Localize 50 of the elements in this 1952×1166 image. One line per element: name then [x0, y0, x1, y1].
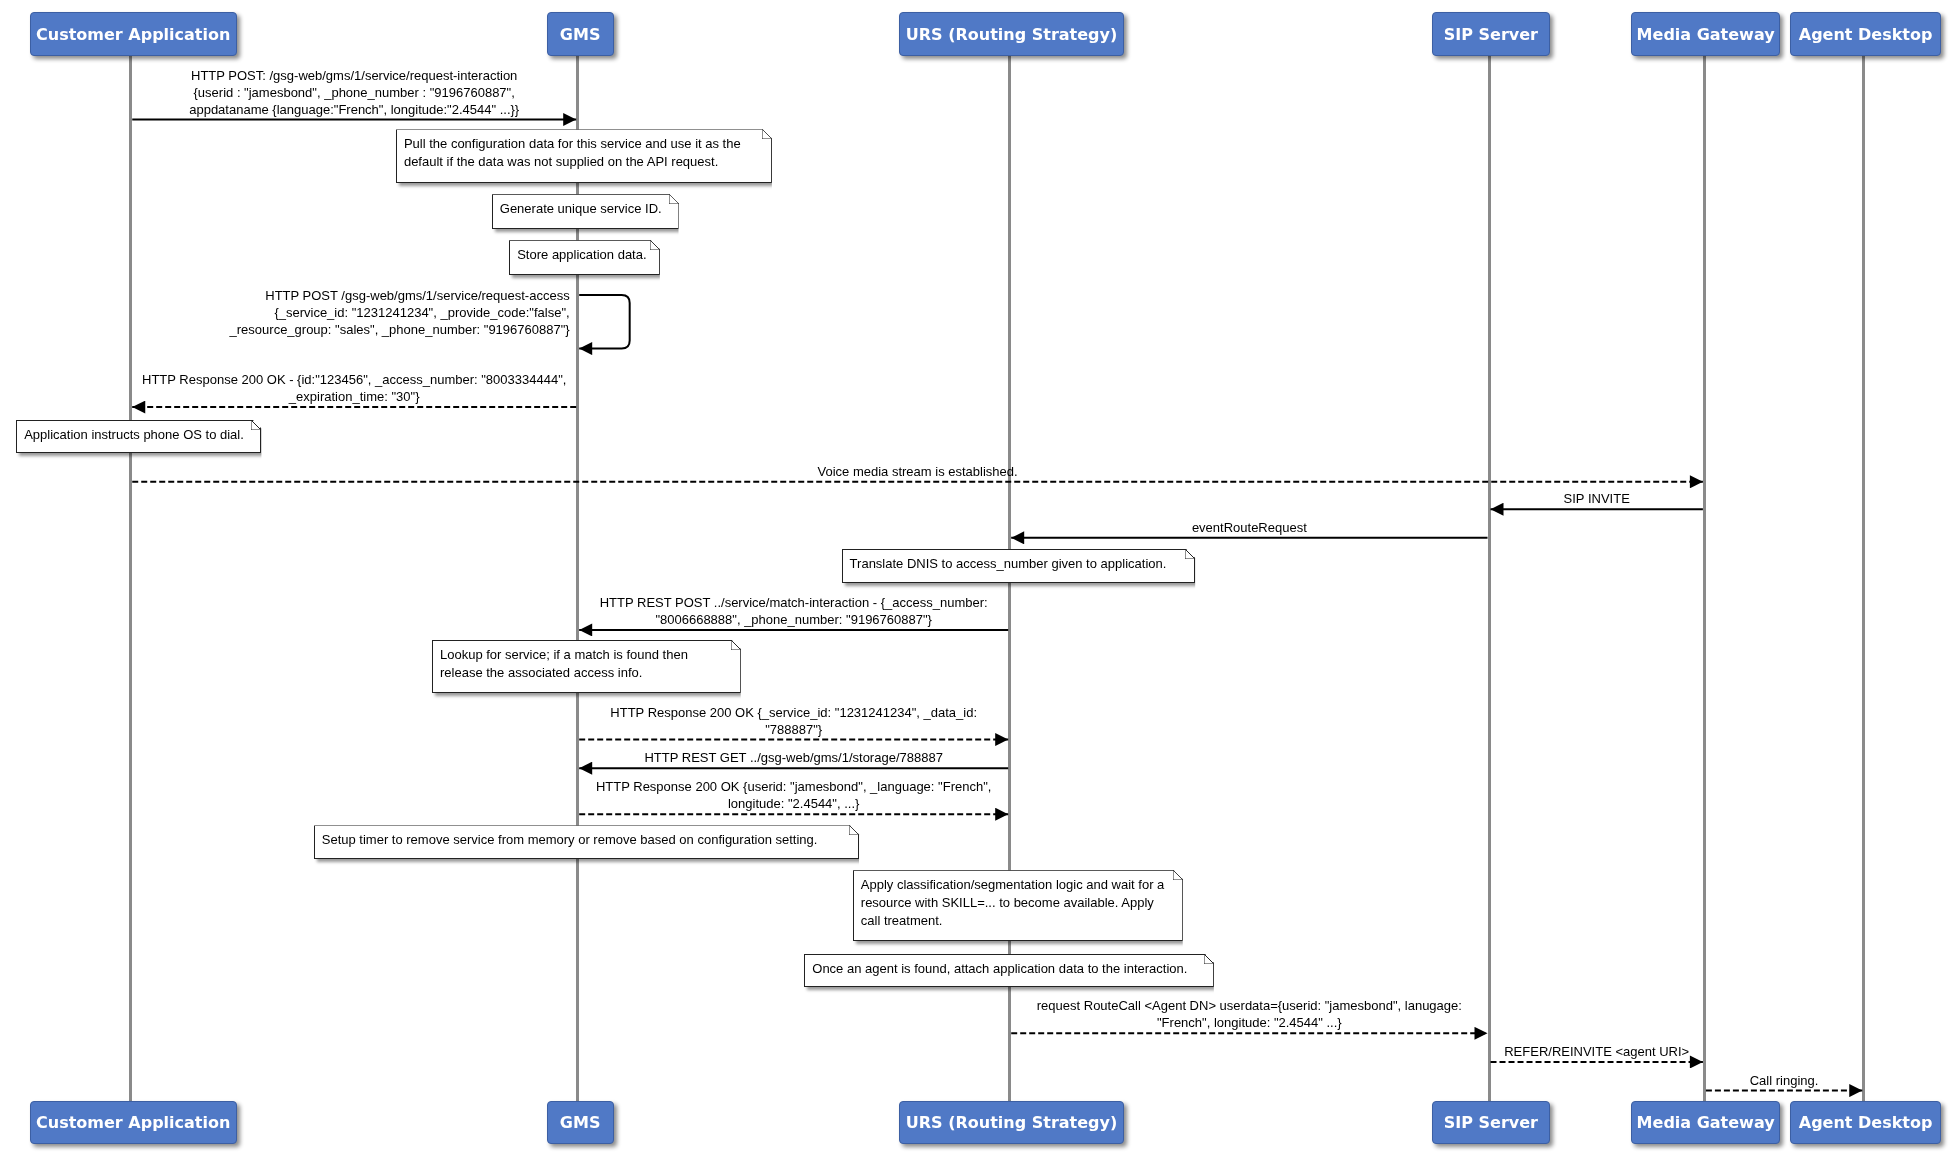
message-label: HTTP Response 200 OK - {id:"123456", _access_number: "8003334444", _expiration_time: "30"}: [141, 371, 568, 406]
note-box: Setup timer to remove service from memory or remove based on configuration setting.: [313, 825, 860, 860]
message-arrow: [131, 113, 578, 126]
participant-box: GMS: [546, 12, 614, 56]
message-arrow: [1489, 1055, 1704, 1069]
message-label: eventRouteRequest: [1190, 518, 1308, 536]
message-arrow: [1010, 1026, 1489, 1040]
message-label: REFER/REINVITE <agent URI>: [1503, 1043, 1691, 1060]
message-arrow: [1704, 1084, 1864, 1098]
message-label: HTTP REST POST ../service/match-interaction - {_access_number: "8006668888", _phone_number: "9196760887"}: [598, 594, 989, 628]
message-label: Call ringing.: [1748, 1071, 1820, 1089]
message-label: HTTP POST: /gsg-web/gms/1/service/request-interaction {userid : "jamesbond", _phone_number : "9196760887", appdataname {language:"French", longitude:"2.4544" ...}}: [188, 66, 521, 118]
message-arrow: [578, 807, 1010, 821]
participant-box: Media Gateway: [1630, 1100, 1781, 1145]
note-box: Apply classification/segmentation logic and wait for a resource with SKILL=... to become available. Apply call treatment.: [852, 870, 1183, 942]
note-box: Pull the configuration data for this service and use it as the default if the data was not supplied on the API request.: [395, 129, 772, 183]
note-box: Once an agent is found, attach application data to the interaction.: [804, 953, 1214, 988]
participant-box: SIP Server: [1431, 12, 1550, 56]
participant-box: Media Gateway: [1630, 12, 1781, 56]
participant-box: Agent Desktop: [1790, 12, 1941, 56]
message-arrow: [578, 733, 1010, 747]
message-arrow: [1489, 502, 1704, 516]
message-arrow: [131, 400, 578, 414]
note-box: Lookup for service; if a match is found then release the associated access info.: [432, 639, 741, 694]
lifeline: [1702, 56, 1706, 1101]
message-label: HTTP REST GET ../gsg-web/gms/1/storage/788887: [643, 749, 944, 767]
message-label: HTTP POST /gsg-web/gms/1/service/request-access {_service_id: "1231241234", _provide_code:"false", _resource_group: "sales", _phone_number: "9196760887"}: [228, 287, 570, 339]
message-arrow: [131, 475, 1704, 489]
message-label: HTTP Response 200 OK {_service_id: "1231241234", _data_id: "788887"}: [609, 703, 979, 738]
message-label: request RouteCall <Agent DN> userdata={userid: "jamesbond", lanugage: "French", longitude: "2.4544" ...}: [1035, 997, 1463, 1032]
participant-box: SIP Server: [1431, 1100, 1550, 1145]
note-box: Store application data.: [509, 240, 660, 276]
participant-box: Customer Application: [29, 1100, 237, 1145]
message-label: HTTP Response 200 OK {userid: "jamesbond", _language: "French", longitude: "2.4544", ...}: [594, 778, 993, 813]
note-box: Application instructs phone OS to dial.: [16, 419, 262, 454]
note-box: Translate DNIS to access_number given to application.: [841, 549, 1196, 583]
participant-box: Agent Desktop: [1790, 1100, 1941, 1145]
lifeline: [1862, 56, 1866, 1101]
message-arrow: [578, 294, 631, 356]
message-arrow: [578, 623, 1010, 637]
participant-box: URS (Routing Strategy): [898, 1100, 1125, 1145]
message-label: SIP INVITE: [1562, 490, 1631, 508]
participant-box: GMS: [546, 1100, 614, 1145]
message-label: Voice media stream is established.: [816, 462, 1019, 480]
message-arrow: [1010, 531, 1489, 545]
message-arrow: [578, 761, 1010, 775]
participant-box: Customer Application: [29, 12, 237, 56]
participant-box: URS (Routing Strategy): [898, 12, 1125, 56]
lifeline: [1487, 56, 1491, 1101]
note-box: Generate unique service ID.: [491, 194, 679, 230]
